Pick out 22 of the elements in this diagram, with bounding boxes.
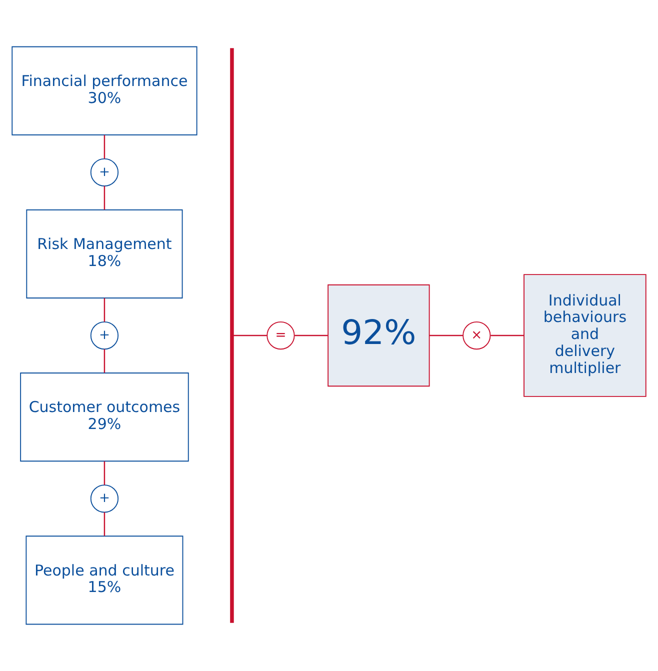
connector [429, 334, 463, 336]
connector [104, 512, 106, 536]
node-box: People and culture 15% [26, 536, 184, 625]
connector [104, 298, 106, 322]
connector [104, 135, 106, 159]
node-box: Individual behaviours and delivery multiplier [524, 274, 646, 397]
node-bar [230, 48, 234, 623]
node-circle: × [462, 321, 491, 350]
node-circle: + [90, 158, 119, 186]
node-box: Financial performance 30% [12, 46, 198, 136]
connector [294, 334, 328, 336]
node-box: Risk Management 18% [26, 209, 183, 298]
connector [233, 334, 267, 336]
connector [104, 461, 106, 485]
node-circle: + [90, 484, 119, 513]
connector [490, 334, 524, 336]
node-circle: + [90, 321, 119, 350]
connector [104, 349, 106, 373]
connector [104, 186, 106, 210]
node-circle: = [266, 321, 295, 350]
node-box: Customer outcomes 29% [20, 372, 189, 462]
node-box: 92% [328, 284, 430, 387]
